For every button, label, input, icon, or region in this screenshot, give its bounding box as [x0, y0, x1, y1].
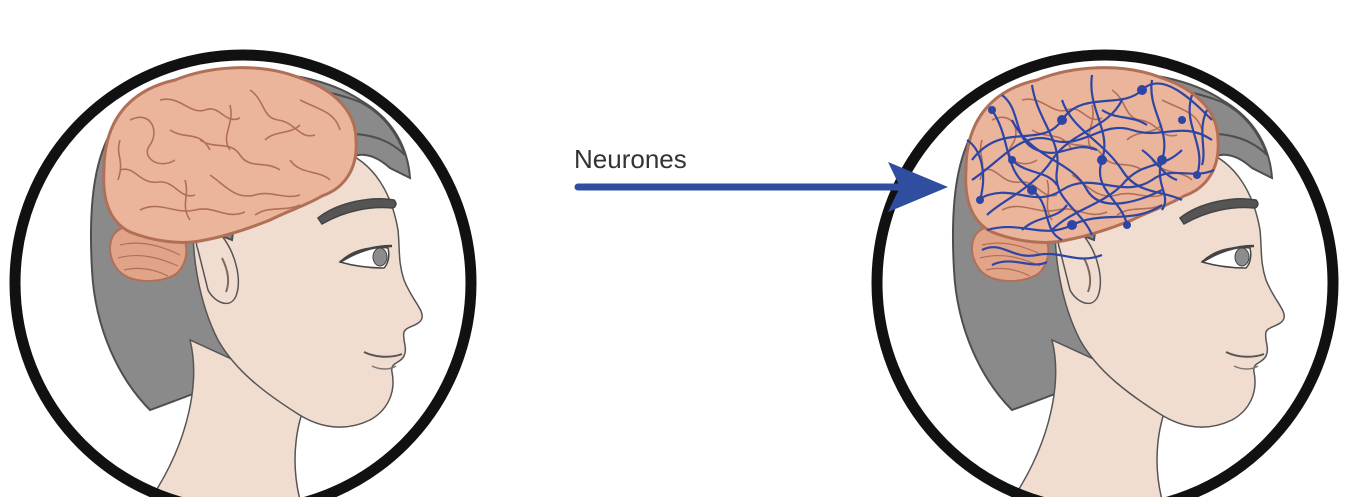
head-brain-neurons-icon: [871, 49, 1339, 497]
neuron-network: [966, 74, 1215, 267]
arrow-right-icon: [574, 162, 948, 212]
right-circle-outline: [871, 49, 1339, 497]
arrow-label: Neurones: [574, 144, 687, 174]
left-circle-outline: [9, 49, 477, 497]
head-brain-icon: [9, 49, 477, 497]
